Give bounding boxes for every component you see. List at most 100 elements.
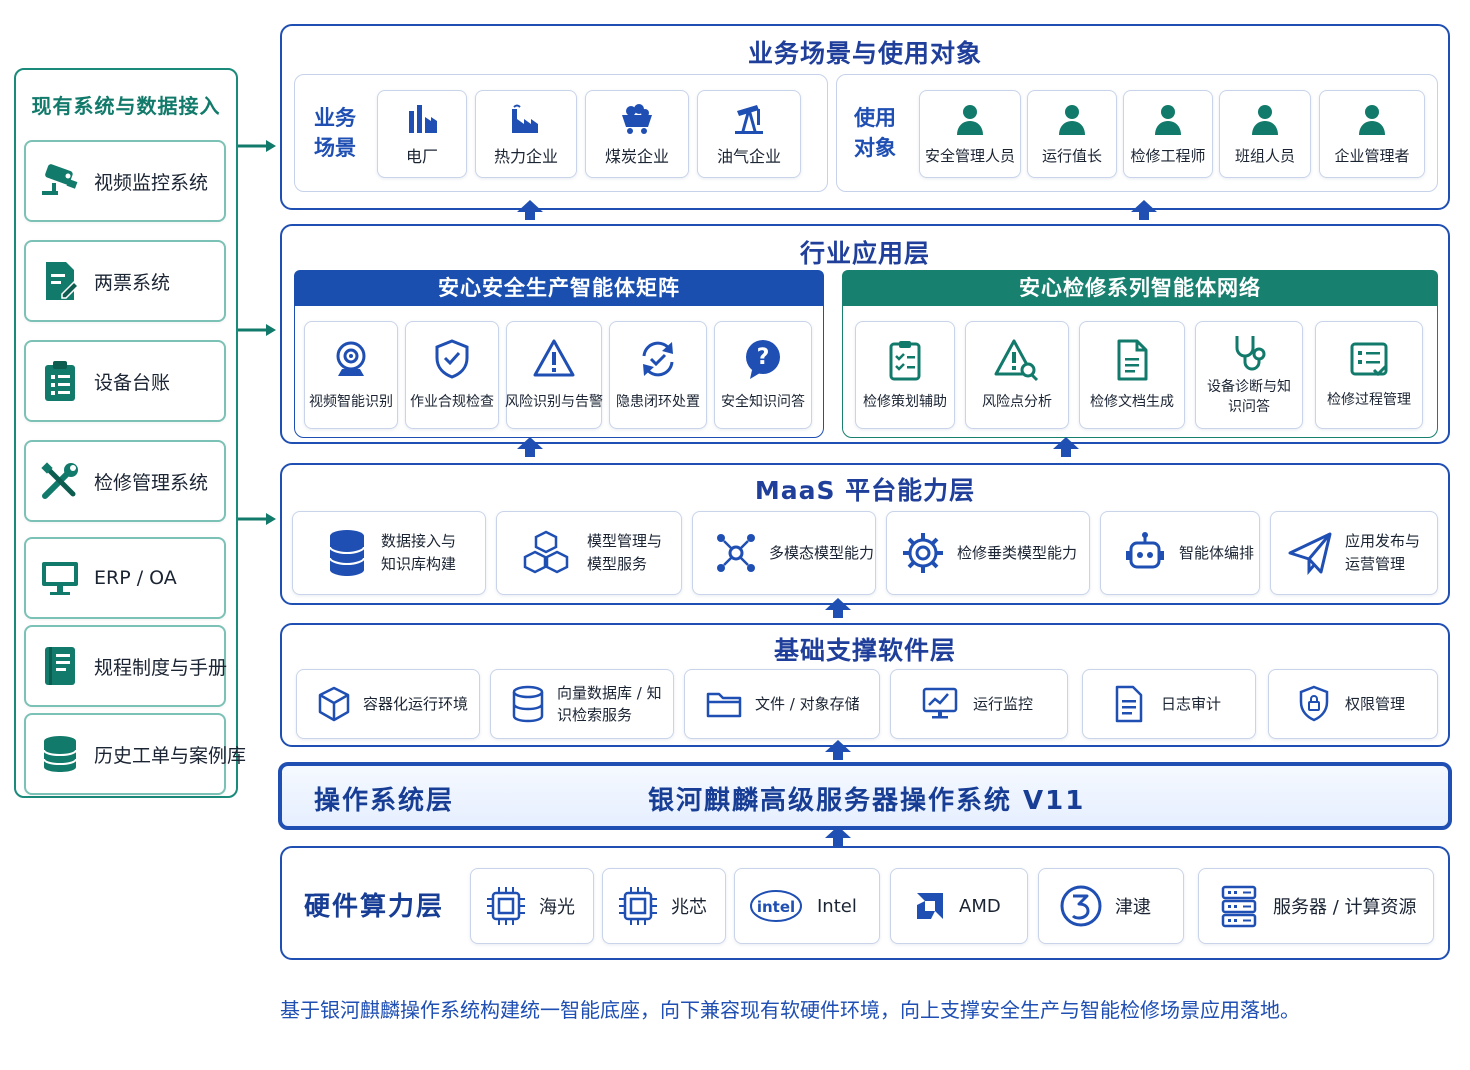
left-item-label: 检修管理系统 [94,471,209,494]
user-card-shift-supervisor[interactable]: 运行值长 [1027,90,1117,178]
safety-card-compliance-check[interactable]: 作业合规检查 [405,321,499,429]
maas-item-label: 智能体编排 [1179,544,1255,562]
safety-item-label: 隐患闭环处置 [616,394,700,410]
person-icon [1059,104,1085,135]
maas-item-label: 数据接入与知识库构建 [381,532,457,573]
maintenance-agent-network-group: 安心检修系列智能体网络 检修策划辅助 风险点分析 检修文档生成 设备诊断与知识问… [842,270,1438,438]
maas-item-label: 检修垂类模型能力 [957,544,1078,562]
hw-item-label: 海光 [539,897,575,918]
maas-item-label: 模型管理与模型服务 [587,532,663,573]
question-bubble-icon: ? [746,340,780,379]
maintenance-card-risk-analysis[interactable]: 风险点分析 [965,321,1069,429]
network-nodes-icon [717,534,755,572]
scene-card-coal-enterprise[interactable]: 煤炭企业 [585,90,689,178]
hw-card-jindai[interactable]: 津逮 [1038,868,1184,944]
left-item-two-tickets[interactable]: 两票系统 [24,240,226,322]
os-name: 银河麒麟高级服务器操作系统 V11 [648,786,1086,816]
base-card-log-audit[interactable]: 日志审计 [1082,669,1256,739]
maintenance-card-document-generation[interactable]: 检修文档生成 [1079,321,1185,429]
gear-icon [903,533,943,573]
user-card-safety-manager[interactable]: 安全管理人员 [919,90,1021,178]
safety-agent-matrix-group: 安心安全生产智能体矩阵 视频智能识别 作业合规检查 风险识别与告警 隐患闭环处置… [294,270,824,438]
safety-agent-matrix-title: 安心安全生产智能体矩阵 [294,270,824,306]
left-item-regulations-manual[interactable]: 规程制度与手册 [24,625,227,707]
base-card-runtime-monitoring[interactable]: 运行监控 [890,669,1068,739]
hw-card-servers[interactable]: 服务器 / 计算资源 [1198,868,1434,944]
business-scenes-group: 业务场景 电厂 热力企业 煤炭企业 油气企业 [294,74,828,192]
base-software-layer-panel: 基础支撑软件层 容器化运行环境 向量数据库 / 知识检索服务 文件 / 对象存储… [280,623,1450,747]
base-card-permission-management[interactable]: 权限管理 [1268,669,1438,739]
scene-label: 油气企业 [716,147,781,166]
maas-card-multimodal[interactable]: 多模态模型能力 [692,511,876,595]
footer-caption: 基于银河麒麟操作系统构建统一智能底座，向下兼容现有软硬件环境，向上支撑安全生产与… [280,998,1300,1022]
maintenance-card-planning-assist[interactable]: 检修策划辅助 [855,321,955,429]
connector-arrow [238,324,276,336]
factory-icon [512,104,538,133]
user-card-maintenance-engineer[interactable]: 检修工程师 [1123,90,1213,178]
safety-card-knowledge-qa[interactable]: ? 安全知识问答 [714,321,812,429]
scene-card-power-plant[interactable]: 电厂 [377,90,467,178]
person-icon [1155,104,1181,135]
hw-card-hygon[interactable]: 海光 [470,868,594,944]
up-arrow-icon [825,740,851,760]
left-item-maintenance-system[interactable]: 检修管理系统 [24,440,226,522]
up-arrow-icon [825,598,851,618]
existing-systems-title: 现有系统与数据接入 [31,94,221,118]
user-card-enterprise-manager[interactable]: 企业管理者 [1319,90,1425,178]
maintenance-card-diagnosis-qa[interactable]: 设备诊断与知识问答 [1195,321,1303,429]
user-label: 安全管理人员 [924,146,1015,165]
server-rack-icon [1221,885,1257,928]
hw-card-intel[interactable]: intel Intel [734,868,880,944]
intel-logo-icon: intel [750,890,802,922]
safety-card-hazard-closure[interactable]: 隐患闭环处置 [609,321,707,429]
database-icon [512,685,544,723]
up-arrow-icon [517,200,543,220]
hardware-layer-panel: 硬件算力层 海光 兆芯 intel Intel AMD 津逮 服务器 / 计算资… [280,846,1450,960]
maintenance-item-label: 设备诊断与知识问答 [1207,379,1291,415]
business-users-group: 使用对象 安全管理人员 运行值长 检修工程师 班组人员 企业管理者 [836,74,1438,192]
base-card-vector-database[interactable]: 向量数据库 / 知识检索服务 [490,669,674,739]
left-item-label: 视频监控系统 [94,171,209,194]
base-software-layer-title: 基础支撑软件层 [773,636,956,665]
user-label: 班组人员 [1234,146,1295,165]
left-item-erp-oa[interactable]: ERP / OA [24,537,226,619]
paper-plane-icon [1288,532,1332,575]
svg-text:?: ? [757,345,770,370]
maas-card-vertical-model[interactable]: 检修垂类模型能力 [886,511,1090,595]
document-icon [1117,339,1148,381]
safety-card-risk-alert[interactable]: 风险识别与告警 [505,321,603,429]
maas-card-data-ingestion[interactable]: 数据接入与知识库构建 [292,511,486,595]
scene-card-heating-enterprise[interactable]: 热力企业 [475,90,577,178]
cctv-camera-icon [36,157,84,205]
business-users-label: 使用对象 [854,106,896,160]
up-arrow-icon [1131,200,1157,220]
left-item-equipment-ledger[interactable]: 设备台账 [24,340,226,422]
business-scenes-label: 业务场景 [314,106,356,160]
hw-card-zhaoxin[interactable]: 兆芯 [602,868,726,944]
up-arrow-icon [825,826,851,846]
maas-card-agent-orchestration[interactable]: 智能体编排 [1100,511,1260,595]
svg-text:intel: intel [757,898,795,916]
hw-card-amd[interactable]: AMD [890,868,1028,944]
base-card-object-storage[interactable]: 文件 / 对象存储 [684,669,880,739]
safety-item-label: 视频智能识别 [309,394,393,410]
maintenance-item-label: 检修过程管理 [1327,392,1411,408]
scene-card-oil-gas-enterprise[interactable]: 油气企业 [697,90,801,178]
safety-card-video-recognition[interactable]: 视频智能识别 [304,321,398,429]
connector-arrow [238,513,276,525]
clipboard-check-icon [889,341,921,381]
os-layer-label: 操作系统层 [314,786,455,816]
scene-label: 电厂 [405,147,438,166]
user-card-team-member[interactable]: 班组人员 [1219,90,1311,178]
power-plant-icon [409,105,437,133]
base-card-container-runtime[interactable]: 容器化运行环境 [296,669,480,739]
left-item-video-monitoring[interactable]: 视频监控系统 [24,140,226,222]
coal-cart-icon [622,104,652,134]
maas-card-app-publishing[interactable]: 应用发布与运营管理 [1270,511,1438,595]
maintenance-card-process-management[interactable]: 检修过程管理 [1315,321,1423,429]
base-item-label: 权限管理 [1345,695,1406,713]
left-item-history-cases[interactable]: 历史工单与案例库 [24,713,246,795]
maas-card-model-management[interactable]: 模型管理与模型服务 [496,511,682,595]
cpu-chip-icon [487,887,525,925]
hw-item-label: 津逮 [1115,897,1151,918]
